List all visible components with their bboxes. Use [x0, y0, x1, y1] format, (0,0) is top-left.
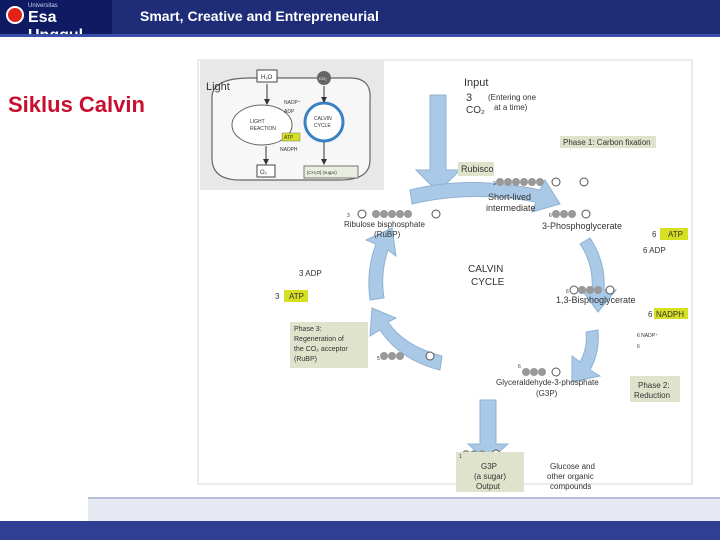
logo-mark-icon: [6, 6, 24, 24]
count-6b: 6: [566, 289, 569, 295]
phase2-label-2: Reduction: [634, 391, 670, 400]
rubp-label-1: Ribulose bisphosphate: [344, 220, 425, 229]
phase3-box: [290, 322, 368, 368]
count-6a: 6: [549, 213, 552, 219]
chain-regeneration: [380, 351, 435, 361]
inset-atp-label: ATP: [284, 135, 294, 141]
rubisco-box: [458, 162, 494, 176]
light-reaction-ellipse: [231, 104, 293, 146]
count-6pi: 6: [637, 344, 640, 350]
output-label-3: Output: [476, 482, 501, 491]
o2-box: [256, 164, 276, 178]
input-count: 3: [466, 92, 472, 104]
co2-icon: [317, 71, 331, 85]
glucose-label-2: other organic: [547, 472, 594, 481]
h2o-box: [256, 69, 278, 83]
chain-g3p: [522, 367, 561, 377]
inset-calvin-label-2: CYCLE: [314, 123, 331, 129]
atp6-label: ATP: [668, 230, 683, 239]
inset-atp-tag: [281, 132, 301, 142]
nadph-label: NADPH: [656, 310, 684, 319]
tagline: Smart, Creative and Entrepreneurial: [140, 8, 379, 24]
rubisco-label: Rubisco: [461, 164, 494, 174]
phase1-box: [560, 136, 656, 148]
footer-band: [0, 521, 720, 540]
output-box: [456, 452, 524, 492]
input-arrow: [414, 94, 462, 193]
short-lived-label-1: Short-lived: [488, 192, 531, 202]
inset-calvin-label-1: CALVIN: [314, 116, 332, 122]
calvin-label-2: CYCLE: [471, 277, 505, 288]
inset-light-label: Light: [206, 81, 230, 93]
inset-sugar-label: [CH₂O] (sugar): [307, 170, 337, 175]
regeneration-arrow-upper: [364, 227, 397, 301]
inset-co2-label: CO₂: [319, 76, 327, 81]
inset-nadp-label: NADP⁺: [284, 100, 301, 106]
phase2-label-1: Phase 2:: [638, 381, 670, 390]
count-3b: 3: [347, 213, 350, 219]
footer-shadow: [88, 497, 720, 523]
chain-pga: [552, 209, 591, 219]
adp6-label: 6 ADP: [643, 246, 666, 255]
phase1-label: Phase 1: Carbon fixation: [563, 138, 651, 147]
g3p-label-1: Glyceraldehyde-3-phosphate: [496, 378, 599, 387]
inset-overview: Light H₂O CO₂ NADP⁺ ADP LIGHT REACTION C…: [200, 60, 384, 190]
atp3-tag: [284, 290, 308, 302]
sugar-box: [303, 165, 359, 179]
glucose-label-3: compounds: [550, 482, 591, 491]
logo-small-text: Universitas: [28, 3, 58, 9]
input-co2: CO₂: [466, 105, 485, 116]
calvin-label-1: CALVIN: [468, 264, 503, 275]
calvin-cycle-ring: [303, 101, 345, 143]
regeneration-arrow: [369, 307, 443, 371]
count-3atp: 3: [275, 292, 280, 301]
inset-h2o-label: H₂O: [261, 75, 273, 81]
inset-light-reaction-label-1: LIGHT: [250, 119, 265, 125]
inset-o2-label: O₂: [260, 170, 268, 176]
count-1: 1: [459, 454, 462, 460]
phase3-label-3: the CO₂ acceptor: [294, 346, 348, 353]
phase3-label-2: Regeneration of: [294, 336, 344, 343]
phase3-label-1: Phase 3:: [294, 326, 322, 333]
pga-label: 3-Phosphoglycerate: [542, 221, 622, 231]
input-note-2: at a time): [494, 103, 528, 112]
count-6c: 6: [518, 364, 521, 370]
count-6nadph: 6: [648, 310, 653, 319]
bpg-label: 1,3-Bisphoglycerate: [556, 295, 636, 305]
input-label: Input: [464, 77, 488, 89]
header-divider: [0, 34, 720, 37]
nadph-tag: [654, 308, 688, 319]
chain-rubp: [357, 209, 441, 219]
g3p-label-2: (G3P): [536, 389, 558, 398]
atp6-tag: [660, 228, 688, 240]
inset-nadph-label: NADPH: [280, 147, 298, 153]
slide-title: Siklus Calvin: [8, 92, 145, 117]
output-label-1: G3P: [481, 462, 497, 471]
output-label-2: (a sugar): [474, 472, 506, 481]
inset-adp-label: ADP: [284, 109, 295, 115]
count-3a: 3: [493, 181, 496, 187]
short-lived-label-2: intermediate: [486, 203, 536, 213]
adp3-label: 3 ADP: [299, 269, 322, 278]
count-5: 5: [377, 356, 380, 362]
chain-bpg: [569, 285, 615, 295]
phase2-box: [630, 376, 680, 402]
count-6atp: 6: [652, 230, 657, 239]
reduction-arrow-lower: [571, 329, 602, 383]
inset-light-reaction-label-2: REACTION: [250, 126, 276, 132]
fixation-arrow: [409, 178, 561, 213]
input-note-1: (Entering one: [488, 93, 537, 102]
footer: [0, 497, 720, 540]
atp3-label: ATP: [289, 292, 304, 301]
glucose-label-1: Glucose and: [550, 462, 595, 471]
nadp6-label: 6 NADP⁺: [637, 333, 658, 339]
rubp-label-2: (RuBP): [374, 230, 401, 239]
phase3-label-4: (RuBP): [294, 356, 317, 363]
chain-short-lived: [496, 177, 589, 187]
cycle-arrows: [364, 94, 618, 463]
